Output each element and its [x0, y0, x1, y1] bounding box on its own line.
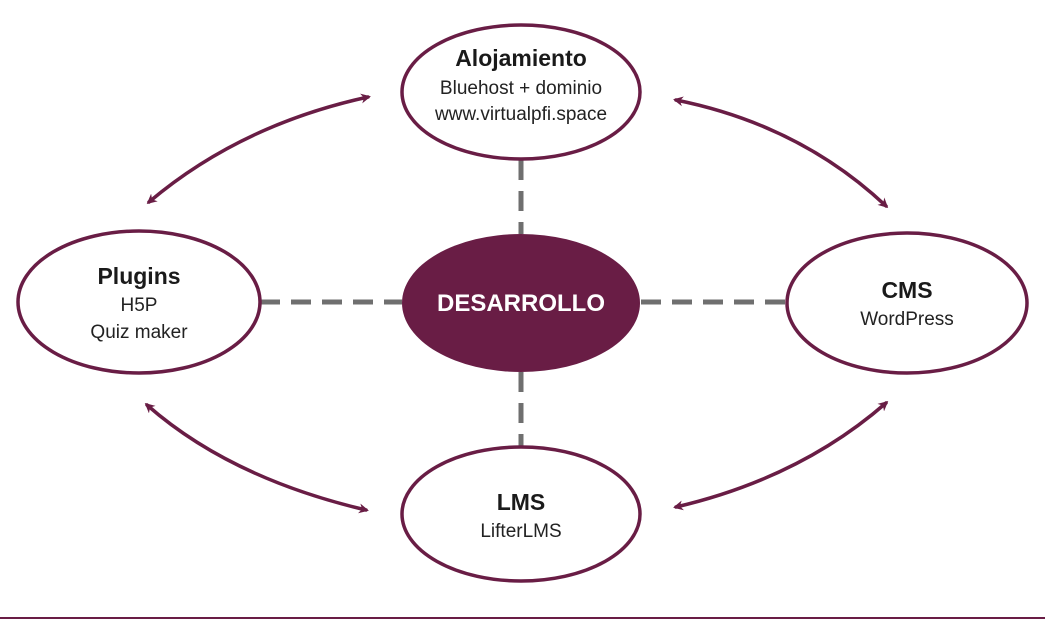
node-lms-line-1: LifterLMS: [480, 521, 561, 542]
arrow-bottom-right: [673, 401, 889, 511]
node-desarrollo-title: DESARROLLO: [437, 290, 605, 317]
node-cms-title: CMS: [881, 277, 932, 303]
node-plugins-line-1: H5P: [121, 295, 158, 316]
node-lms: LMS LifterLMS: [400, 445, 642, 583]
arrow-top-left: [146, 93, 371, 204]
node-alojamiento-title: Alojamiento: [455, 45, 587, 71]
node-plugins-title: Plugins: [97, 263, 180, 289]
node-cms-ellipse: [785, 231, 1029, 375]
node-alojamiento-line-1: Bluehost + dominio: [440, 78, 602, 99]
node-alojamiento-ellipse: [400, 23, 642, 161]
node-cms: CMS WordPress: [785, 231, 1029, 375]
node-lms-title: LMS: [497, 489, 546, 515]
node-alojamiento: Alojamiento Bluehost + dominio www.virtu…: [400, 23, 642, 161]
arrow-top-right: [673, 96, 889, 209]
node-lms-ellipse: [400, 445, 642, 583]
node-plugins-line-2: Quiz maker: [90, 322, 188, 343]
node-plugins: Plugins H5P Quiz maker: [16, 229, 262, 375]
node-plugins-ellipse: [16, 229, 262, 375]
node-desarrollo-ellipse: [402, 234, 640, 372]
arrow-bottom-left: [144, 403, 369, 514]
node-desarrollo: DESARROLLO: [402, 234, 640, 372]
node-cms-line-1: WordPress: [860, 309, 954, 330]
node-alojamiento-line-2: www.virtualpfi.space: [434, 104, 607, 125]
